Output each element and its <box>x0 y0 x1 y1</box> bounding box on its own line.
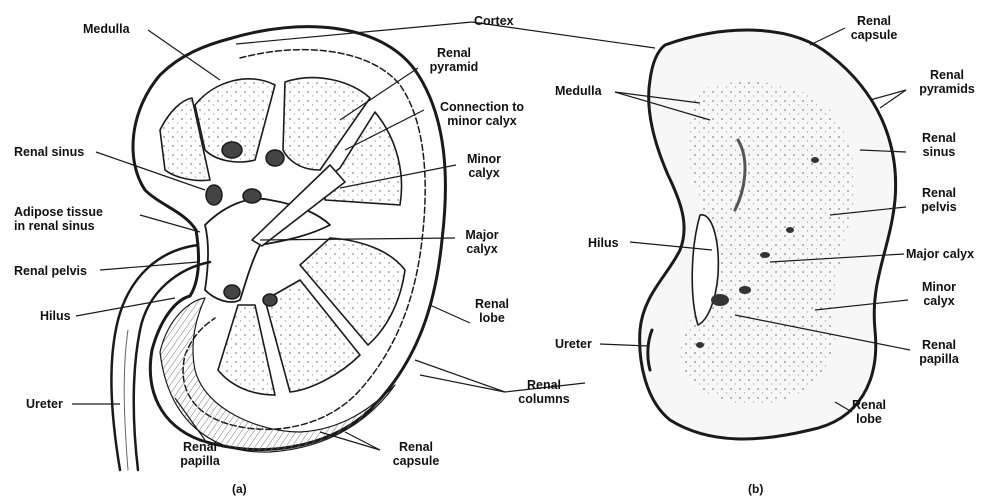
label-b-renal-lobe: Renal lobe <box>840 398 898 426</box>
label-a-hilus: Hilus <box>40 309 71 323</box>
label-a-renal-lobe: Renal lobe <box>464 297 520 325</box>
label-cortex: Cortex <box>474 14 514 28</box>
label-b-renal-papilla: Renal papilla <box>906 338 972 366</box>
label-b-minor-calyx: Minor calyx <box>906 280 972 308</box>
label-a-ureter: Ureter <box>26 397 63 411</box>
label-b-renal-capsule: Renal capsule <box>838 14 910 42</box>
label-a-adipose-tissue: Adipose tissue in renal sinus <box>14 205 103 233</box>
caption-a: (a) <box>232 482 247 496</box>
label-b-renal-pelvis: Renal pelvis <box>906 186 972 214</box>
label-a-renal-capsule: Renal capsule <box>380 440 452 468</box>
label-a-renal-pelvis: Renal pelvis <box>14 264 87 278</box>
label-b-ureter: Ureter <box>555 337 592 351</box>
label-b-major-calyx: Major calyx <box>906 247 974 261</box>
label-a-major-calyx: Major calyx <box>454 228 510 256</box>
label-b-renal-sinus: Renal sinus <box>906 131 972 159</box>
caption-b: (b) <box>748 482 763 496</box>
label-a-medulla: Medulla <box>83 22 130 36</box>
label-a-renal-papilla: Renal papilla <box>168 440 232 468</box>
kidney-b-drawing <box>640 30 896 439</box>
label-a-connection-minor-calyx: Connection to minor calyx <box>424 100 540 128</box>
label-a-minor-calyx: Minor calyx <box>454 152 514 180</box>
label-a-renal-sinus: Renal sinus <box>14 145 84 159</box>
label-b-renal-pyramids: Renal pyramids <box>906 68 988 96</box>
label-b-medulla: Medulla <box>555 84 602 98</box>
kidney-a-drawing <box>111 27 445 470</box>
label-b-hilus: Hilus <box>588 236 619 250</box>
label-renal-columns: Renal columns <box>508 378 580 406</box>
label-a-renal-pyramid: Renal pyramid <box>418 46 490 74</box>
